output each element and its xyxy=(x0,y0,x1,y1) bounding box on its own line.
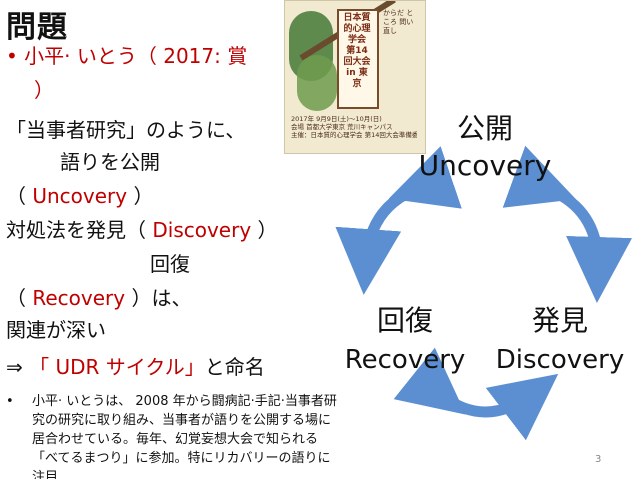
text-line-part: 語りを公開 xyxy=(60,150,160,174)
cycle-recovery-jp: 回復 xyxy=(377,304,433,337)
text-line-l3: 「当事者研究」のように、 xyxy=(6,118,245,142)
text-line-part: ） xyxy=(127,184,154,208)
slide-title: 問題 xyxy=(6,10,68,45)
text-line-part: ） xyxy=(251,218,278,242)
text-line-part: （ xyxy=(6,286,33,310)
text-line-part: Discovery xyxy=(152,218,252,242)
small-bullet: • 小平· いとうは、 2008 年から闘病記·手記·当事者研究の研究に取り組み… xyxy=(6,392,342,479)
poster-info-line: 会場 首都大学東京 荒川キャンパス xyxy=(291,123,393,131)
text-line-l4: 語りを公開 xyxy=(60,150,160,174)
cycle-recovery-en: Recovery xyxy=(345,345,466,375)
text-line-l8: （ Recovery ）は、 xyxy=(6,286,191,310)
page-number: 3 xyxy=(595,454,602,465)
cycle-uncovery-en: Uncovery xyxy=(419,149,552,182)
text-line-part: （ xyxy=(6,184,33,208)
cycle-arrow-recovery-discovery xyxy=(393,347,559,441)
text-line-part: 「当事者研究」のように、 xyxy=(6,118,246,142)
poster-title-box xyxy=(337,9,379,109)
small-bullet-text: 小平· いとうは、 2008 年から闘病記·手記·当事者研究の研究に取り組み、当… xyxy=(32,394,337,479)
text-line-part: と命名 xyxy=(204,355,265,379)
poster-tree-illustration-2 xyxy=(297,55,337,111)
poster-vertical-title: 日本質的心理学会 第14回大会 in 東京 xyxy=(343,13,371,89)
conference-poster-image: 日本質的心理学会 第14回大会 in 東京 からだ ところ 問い直し 2017年… xyxy=(284,0,426,154)
text-line-l10: ⇒ 「 UDR サイクル」と命名 xyxy=(6,355,265,379)
poster-info-line: 2017年 9月9日(土)～10月(日) xyxy=(291,115,382,123)
text-line-l9: 関連が深い xyxy=(6,318,106,342)
text-line-l2: ） xyxy=(34,78,54,102)
text-line-part: ） xyxy=(34,78,54,102)
poster-info: 2017年 9月9日(土)～10月(日) 会場 首都大学東京 荒川キャンパス 主… xyxy=(291,115,417,139)
text-line-part: ⇒ xyxy=(6,355,30,379)
cycle-uncovery-jp: 公開 xyxy=(457,112,513,145)
text-line-part: 関連が深い xyxy=(6,318,106,342)
poster-info-line: 主催：日本質的心理学会 第14回大会準備委員会 xyxy=(291,131,417,139)
text-line-l5: （ Uncovery ） xyxy=(6,184,153,208)
cycle-arrow-uncovery-recovery xyxy=(335,146,462,295)
text-line-part: ）は、 xyxy=(125,286,192,310)
text-line-part: Uncovery xyxy=(32,184,128,208)
poster-side-text: からだ ところ 問い直し xyxy=(383,9,414,35)
text-line-part: 対処法を発見（ xyxy=(6,218,153,242)
cycle-arrow-uncovery-discovery xyxy=(502,145,633,303)
text-line-part: 「 UDR サイクル」 xyxy=(29,355,205,379)
text-line-part: • 小平· いとう（ 2017: 賞 xyxy=(6,44,248,68)
bullet-dot: • xyxy=(6,394,14,409)
cycle-discovery-jp: 発見 xyxy=(532,304,588,337)
cycle-discovery-en: Discovery xyxy=(496,345,624,375)
text-line-part: 回復 xyxy=(150,252,190,276)
text-line-l7: 回復 xyxy=(150,252,190,276)
text-line-l1: • 小平· いとう（ 2017: 賞 xyxy=(6,44,247,68)
text-line-l6: 対処法を発見（ Discovery ） xyxy=(6,218,278,242)
text-line-part: Recovery xyxy=(32,286,126,310)
